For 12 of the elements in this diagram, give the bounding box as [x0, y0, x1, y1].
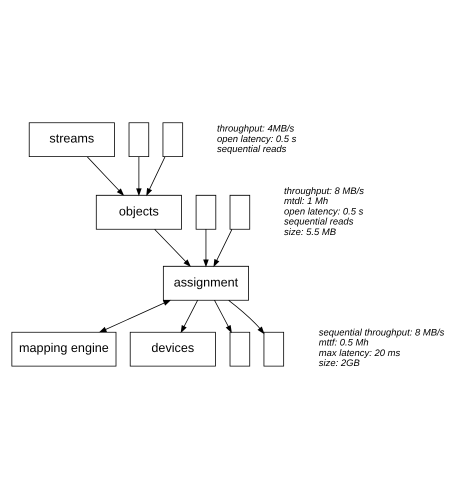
node-label: sequential throughput: 8 MB/s — [318, 326, 444, 338]
node-label: throughput: 4MB/s — [216, 122, 294, 134]
node-label: throughput: 8 MB/s — [284, 185, 364, 196]
node-label: sequential reads — [216, 144, 286, 155]
node-label: open latency: 0.5 s — [284, 206, 364, 217]
node-label: mtdl: 1 Mh — [284, 196, 328, 207]
node-label: size: 5.5 MB — [284, 226, 336, 238]
node-label: mttf: 0.5 Mh — [318, 337, 369, 348]
node-label: max latency: 20 ms — [318, 347, 400, 358]
node-label: open latency: 0.5 s — [216, 133, 296, 144]
node-label: size: 2GB — [318, 358, 360, 369]
node-label: sequential reads — [284, 216, 354, 228]
